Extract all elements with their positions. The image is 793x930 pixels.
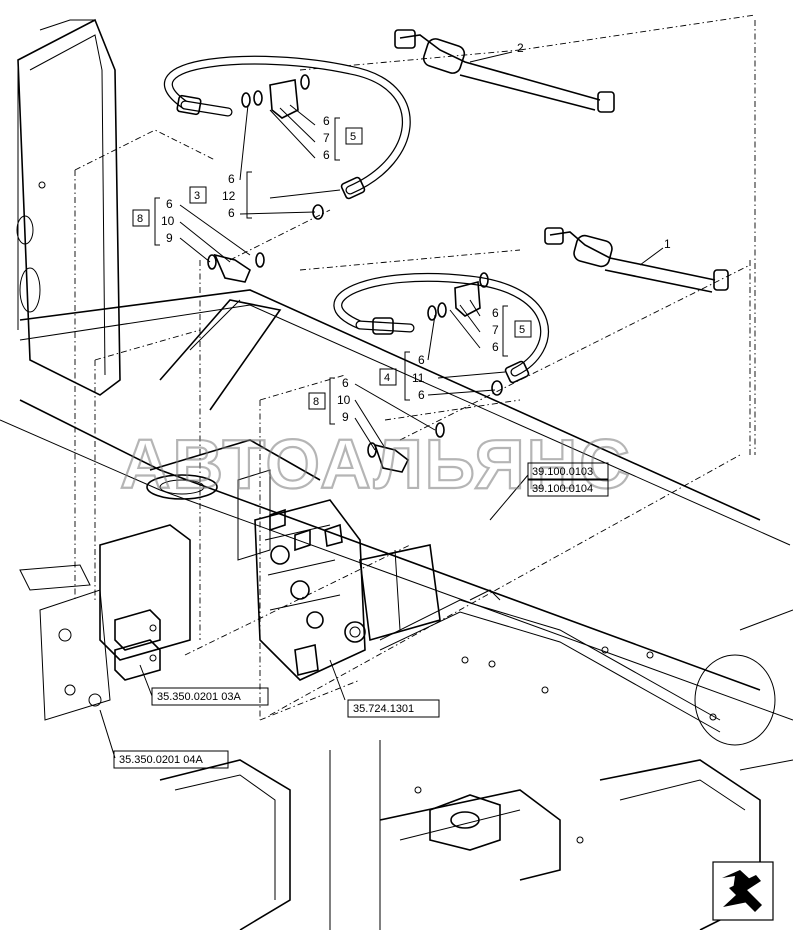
lower-label-10: 10: [337, 393, 351, 407]
machine-frame: [0, 18, 793, 930]
upper-label-7a: 7: [323, 131, 330, 145]
upper-box-5: [345, 127, 363, 145]
upper-box-3-label: 3: [194, 190, 200, 202]
ref-box-39-0103[interactable]: [527, 462, 609, 480]
ref-35-350-04[interactable]: 35.350.0201 04A: [119, 754, 203, 766]
upper-label-6e: 6: [166, 197, 173, 211]
upper-label-6a: 6: [323, 114, 330, 128]
upper-box-3: [189, 186, 207, 204]
lower-group-labels: 1 6 7 6 5 6 11 6 4 6 10 9 8: [308, 237, 671, 424]
assembly-lines: [74, 14, 756, 721]
lower-label-6c: 6: [418, 353, 425, 367]
ref-39-0104[interactable]: 39.100.0104: [532, 483, 593, 495]
ref-box-35-350-03[interactable]: [151, 687, 269, 706]
lower-box-5: [514, 320, 532, 338]
lower-label-9: 9: [342, 410, 349, 424]
ref-35-724[interactable]: 35.724.1301: [353, 703, 414, 715]
upper-label-6b: 6: [323, 148, 330, 162]
upper-label-6c: 6: [228, 172, 235, 186]
lower-hose-assembly: [333, 227, 729, 473]
lower-box-4-label: 4: [384, 372, 390, 384]
lower-label-6a: 6: [492, 306, 499, 320]
upper-label-9: 9: [166, 231, 173, 245]
lower-box-4: [379, 368, 397, 386]
lower-label-6d: 6: [418, 388, 425, 402]
nav-arrow-icon[interactable]: [712, 861, 774, 921]
upper-label-2: 2: [517, 41, 524, 55]
ref-39-0103[interactable]: 39.100.0103: [532, 466, 593, 478]
upper-hose-assembly: [163, 29, 615, 283]
lower-box-5-label: 5: [519, 324, 525, 336]
ref-box-35-724[interactable]: [347, 699, 440, 718]
watermark: АВТОАЛЬЯНС: [120, 425, 632, 503]
lower-box-8: [308, 392, 326, 410]
reference-boxes: 39.100.0103 39.100.0104 35.724.1301 35.3…: [113, 462, 609, 769]
brackets: [154, 117, 508, 425]
lower-box-8-label: 8: [313, 396, 319, 408]
lower-label-1: 1: [664, 237, 671, 251]
lower-label-7a: 7: [492, 323, 499, 337]
upper-group-labels: 2 6 7 6 5 6 12 6 3 6 10 9 8: [132, 41, 524, 245]
ref-box-39-0104[interactable]: [527, 479, 609, 497]
control-valve: [254, 499, 366, 681]
lower-label-6b: 6: [492, 340, 499, 354]
ref-35-350-03[interactable]: 35.350.0201 03A: [157, 691, 241, 703]
upper-box-5-label: 5: [350, 131, 356, 143]
lower-label-11: 11: [412, 371, 425, 385]
leader-lines: [99, 51, 664, 759]
upper-label-10: 10: [161, 214, 175, 228]
ref-box-35-350-04[interactable]: [113, 750, 229, 769]
upper-label-12: 12: [222, 189, 236, 203]
lower-label-6e: 6: [342, 376, 349, 390]
upper-label-6d: 6: [228, 206, 235, 220]
upper-box-8-label: 8: [137, 213, 143, 225]
upper-box-8: [132, 209, 150, 227]
